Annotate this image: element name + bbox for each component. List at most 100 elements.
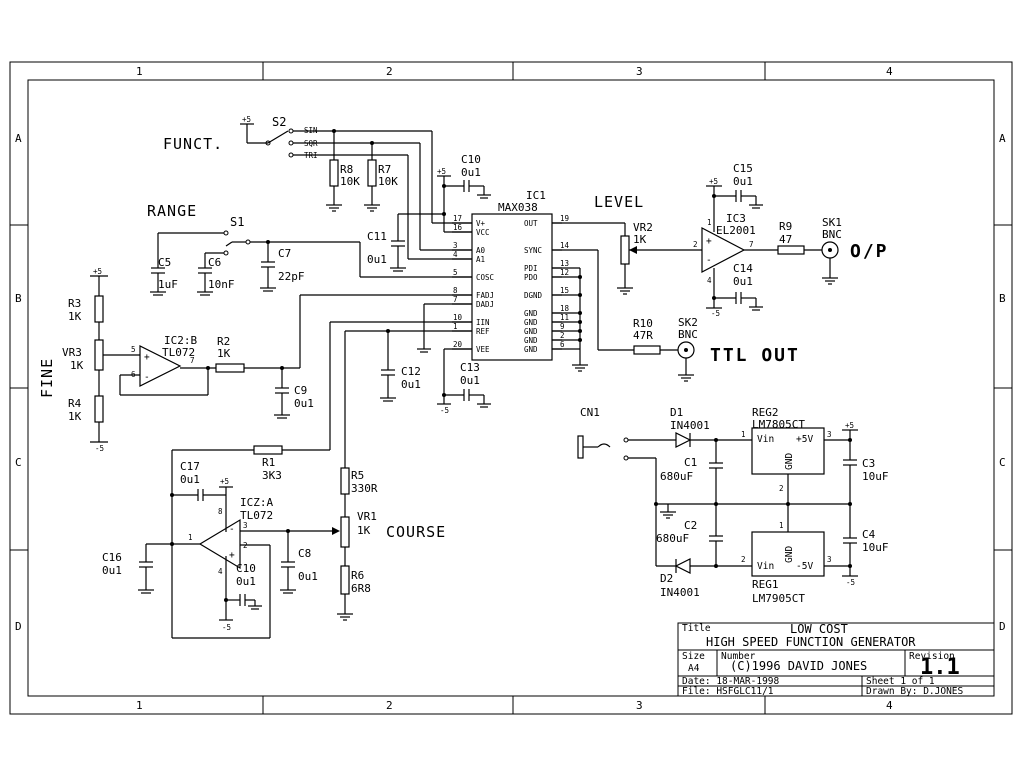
r9-ref: R9 <box>779 220 792 233</box>
ic1-supply-decoupling: +5 C10 0u1 C11 0u1 <box>367 153 491 272</box>
ic1-ground-bus: VR2 1K LEVEL R10 47R SK2 BNC TTL OUT <box>552 193 798 382</box>
ic1-pin-number: 4 <box>453 250 458 259</box>
col-1-bottom: 1 <box>136 699 143 712</box>
ic1-pin-number: 13 <box>560 259 569 268</box>
r7-val: 10K <box>378 175 398 188</box>
c7-val: 22pF <box>278 270 305 283</box>
reg2-vin: Vin <box>757 434 774 445</box>
c8-val: 0u1 <box>298 570 318 583</box>
output-amplifier: + - 2 7 1 4 IC3 EL2001 +5 C15 0u1 -5 C14… <box>629 162 887 318</box>
ic1-pin-name: IIN <box>476 318 490 327</box>
ic2a-minus5: -5 <box>222 623 231 632</box>
ic1-pin-name: V+ <box>476 219 486 228</box>
ic1-pin-name: OUT <box>524 219 538 228</box>
ic1-pin-name: REF <box>476 327 490 336</box>
c13-ref: C13 <box>460 361 480 374</box>
reg2-plus5: +5 <box>845 421 854 430</box>
c11-ref: C11 <box>367 230 387 243</box>
drawn-by-text: Drawn By: D.JONES <box>866 686 964 697</box>
d1-val: IN4001 <box>670 419 710 432</box>
ic2b-plus: + <box>144 352 150 363</box>
ic2a-plus5: +5 <box>220 477 229 486</box>
c5-ref: C5 <box>158 256 171 269</box>
ic2b-ref: IC2:B <box>164 334 197 347</box>
ic1-pin-number: 8 <box>453 286 458 295</box>
c9-val: 0u1 <box>294 397 314 410</box>
revision-value: 1.1 <box>920 655 960 680</box>
ic1-pin-number: 10 <box>453 313 463 322</box>
row-a-left: A <box>15 132 22 145</box>
fine-adjust-circuit: FINE +5 -5 R3 1K VR3 1K R4 1K + - 5 6 7 … <box>38 267 314 453</box>
ic1-pin-name: GND <box>524 318 538 327</box>
c7-ref: C7 <box>278 247 291 260</box>
c12-ref: C12 <box>401 365 421 378</box>
ic1-pin-number: 11 <box>560 313 569 322</box>
course-adjust-circuit: R1 3K3 +5 C17 0u1 - + 3 2 1 8 4 ICZ:A TL… <box>102 445 446 639</box>
ic1-pin-name: GND <box>524 336 538 345</box>
col-3-bottom: 3 <box>636 699 643 712</box>
r2-val: 1K <box>217 347 231 360</box>
ic3-pin1: 1 <box>707 218 712 227</box>
c3-val: 10uF <box>862 470 889 483</box>
ic1-pin-number: 14 <box>560 241 570 250</box>
r6-val: 6R8 <box>351 582 371 595</box>
vr1-ref: VR1 <box>357 510 377 523</box>
cn1-ref: CN1 <box>580 406 600 419</box>
reg1-vin: Vin <box>757 561 774 572</box>
col-4-top: 4 <box>886 65 893 78</box>
file-text: File: HSFGLC11/1 <box>682 686 774 697</box>
c6-val: 10nF <box>208 278 235 291</box>
r4-val: 1K <box>68 410 82 423</box>
ic3-plus: + <box>706 236 712 247</box>
r10-val: 47R <box>633 329 653 342</box>
title-line-1: LOW COST <box>790 622 848 636</box>
c10-plus5: +5 <box>437 167 446 176</box>
ic1-pin-name: GND <box>524 327 538 336</box>
ic1-pin-name: A1 <box>476 255 485 264</box>
s2-ref: S2 <box>272 115 286 129</box>
ic1-pin-name: VEE <box>476 345 490 354</box>
c15-ref: C15 <box>733 162 753 175</box>
ic2a-minus: - <box>229 524 235 535</box>
row-c-right: C <box>999 456 1006 469</box>
ic1-ref: IC1 <box>526 189 546 202</box>
c1-val: 680uF <box>660 470 693 483</box>
ic1-pin-number: 12 <box>560 268 569 277</box>
reg2-pin2: 2 <box>779 484 784 493</box>
ic1-pin-name: PDI <box>524 264 538 273</box>
level-label: LEVEL <box>594 193 644 211</box>
ic1-pin-name: FADJ <box>476 291 494 300</box>
r10-ref: R10 <box>633 317 653 330</box>
c1-ref: C1 <box>684 456 697 469</box>
ic3-part: EL2001 <box>716 224 756 237</box>
range-label: RANGE <box>147 202 197 220</box>
reg1-gnd: GND <box>784 546 795 563</box>
ic1-pin-number: 15 <box>560 286 569 295</box>
reg2-ref: REG2 <box>752 406 779 419</box>
r3-val: 1K <box>68 310 82 323</box>
vr3-val: 1K <box>70 359 84 372</box>
sk2-ref: SK2 <box>678 316 698 329</box>
c13-val: 0u1 <box>460 374 480 387</box>
row-c-left: C <box>15 456 22 469</box>
ic1-pin-number: 5 <box>453 268 458 277</box>
row-a-right: A <box>999 132 1006 145</box>
course-label: COURSE <box>386 523 446 541</box>
col-4-bottom: 4 <box>886 699 893 712</box>
ic2b-part: TL072 <box>162 346 195 359</box>
ic1-pin-number: 3 <box>453 241 458 250</box>
title-line-2: HIGH SPEED FUNCTION GENERATOR <box>706 635 916 649</box>
r8-ref: R8 <box>340 163 353 176</box>
ic1-pin-number: 1 <box>453 322 458 331</box>
ic2a-pin3: 3 <box>243 521 248 530</box>
revision-label: Revision <box>909 651 955 662</box>
vee-decoupling: -5 C13 0u1 C12 0u1 <box>299 294 491 468</box>
fine-label: FINE <box>38 358 56 398</box>
ic1-part: MAX038 <box>498 201 538 214</box>
col-2-top: 2 <box>386 65 393 78</box>
ic1-pin-number: 9 <box>560 322 565 331</box>
r5-ref: R5 <box>351 469 364 482</box>
vr2-ref: VR2 <box>633 221 653 234</box>
c3-ref: C3 <box>862 457 875 470</box>
